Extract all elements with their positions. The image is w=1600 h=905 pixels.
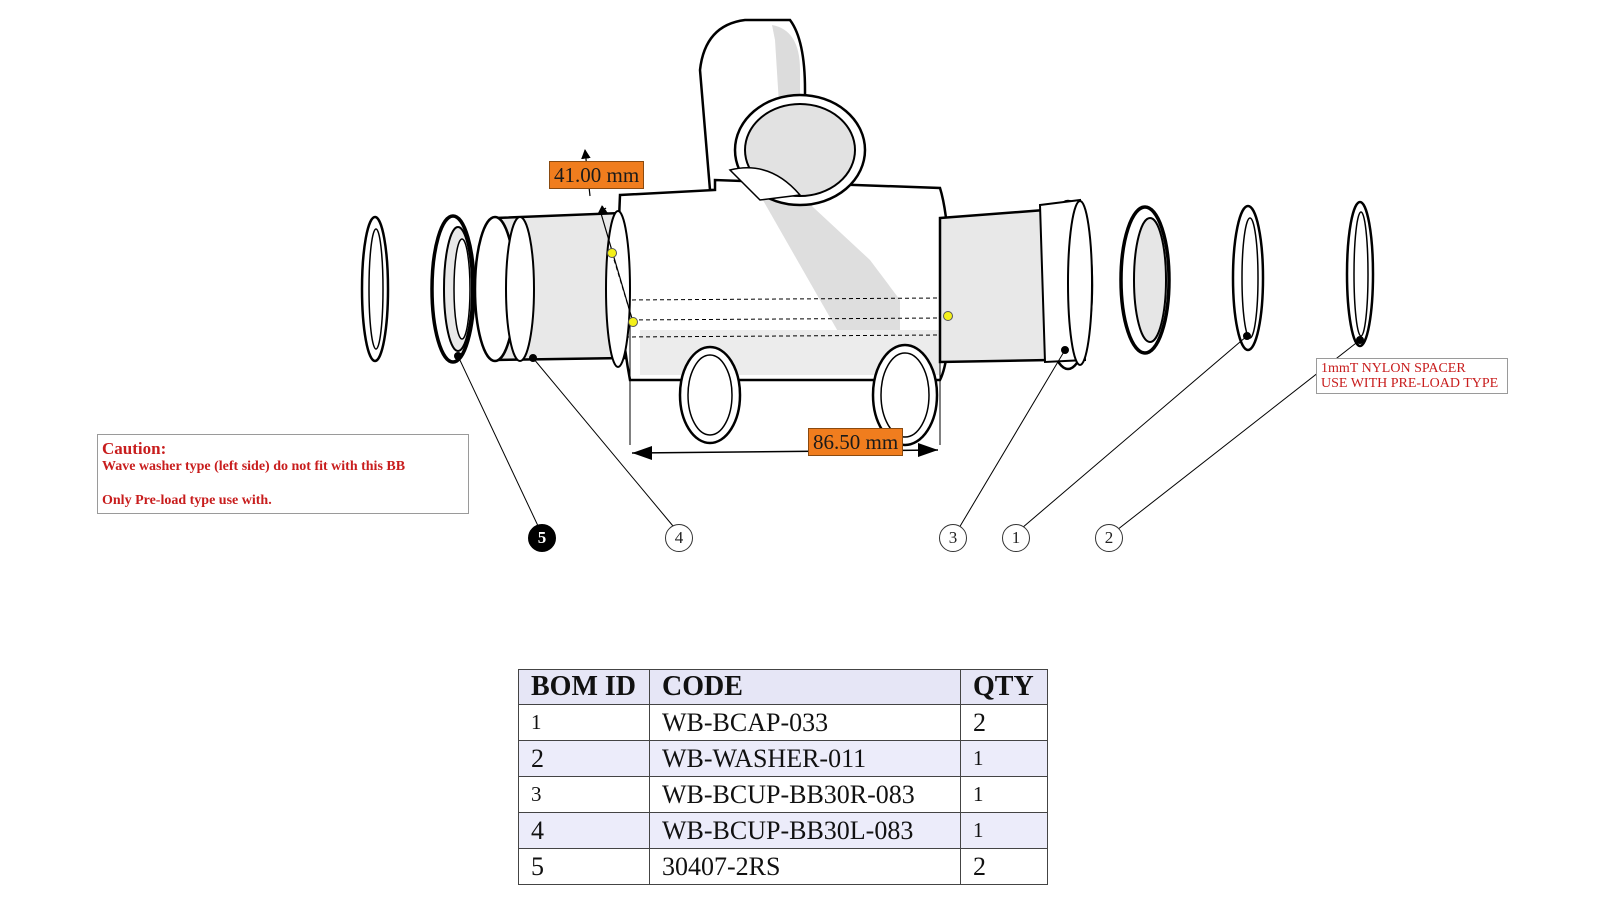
bom-cell-qty: 2 xyxy=(960,704,1048,741)
bom-table: BOM ID CODE QTY 1 WB-BCAP-033 2 2 WB-WAS… xyxy=(518,669,1048,885)
leader-lines xyxy=(454,332,1364,531)
bom-row: 1 WB-BCAP-033 2 xyxy=(518,704,1048,741)
bom-cell-qty: 2 xyxy=(960,848,1048,885)
spacer-note-line-2: USE WITH PRE-LOAD TYPE xyxy=(1321,376,1499,391)
caution-title: Caution: xyxy=(102,439,167,458)
bom-cell-qty: 1 xyxy=(960,812,1048,849)
bom-cell-code: WB-BCUP-BB30R-083 xyxy=(649,776,961,813)
bom-cell-qty: 1 xyxy=(960,740,1048,777)
callout-2: 2 xyxy=(1095,524,1123,552)
callout-3: 3 xyxy=(939,524,967,552)
bom-cell-code: 30407-2RS xyxy=(649,848,961,885)
bom-cell-code: WB-WASHER-011 xyxy=(649,740,961,777)
caution-line-1: Wave washer type (left side) do not fit … xyxy=(102,459,406,474)
measurement-markers xyxy=(607,248,953,327)
bom-row: 3 WB-BCUP-BB30R-083 1 xyxy=(518,776,1048,813)
bom-header-row: BOM ID CODE QTY xyxy=(518,669,1048,705)
bom-row: 5 30407-2RS 2 xyxy=(518,848,1048,885)
bom-cell-id: 3 xyxy=(518,776,650,813)
callout-5: 5 xyxy=(528,524,556,552)
nylon-spacer xyxy=(1345,200,1375,348)
bom-row: 4 WB-BCUP-BB30L-083 1 xyxy=(518,812,1048,849)
dimension-label-shell-width: 86.50 mm xyxy=(808,428,904,456)
bb-shell xyxy=(617,93,952,447)
bom-cell-code: WB-BCUP-BB30L-083 xyxy=(649,812,961,849)
callout-4: 4 xyxy=(665,524,693,552)
spacer-note-line-1: 1mmT NYLON SPACER xyxy=(1321,361,1466,376)
left-bearing xyxy=(430,214,476,364)
callout-1: 1 xyxy=(1002,524,1030,552)
right-bearing xyxy=(1119,205,1171,355)
spacer-note: 1mmT NYLON SPACER USE WITH PRE-LOAD TYPE xyxy=(1316,358,1508,394)
dimension-label-bb-width: 41.00 mm xyxy=(549,161,645,189)
bom-cell-id: 1 xyxy=(518,704,650,741)
bom-cell-qty: 1 xyxy=(960,776,1048,813)
bom-row: 2 WB-WASHER-011 1 xyxy=(518,740,1048,777)
bom-header-id: BOM ID xyxy=(518,669,650,705)
bom-cell-id: 5 xyxy=(518,848,650,885)
bom-cell-code: WB-BCAP-033 xyxy=(649,704,961,741)
bom-cell-id: 2 xyxy=(518,740,650,777)
caution-note: Caution: Wave washer type (left side) do… xyxy=(97,434,469,514)
bom-header-code: CODE xyxy=(649,669,961,705)
right-cup xyxy=(938,198,1094,371)
bom-header-qty: QTY xyxy=(960,669,1048,705)
left-cup xyxy=(473,210,631,368)
dust-cap xyxy=(1231,204,1265,352)
bom-cell-id: 4 xyxy=(518,812,650,849)
left-washer xyxy=(360,215,390,363)
caution-line-2: Only Pre-load type use with. xyxy=(102,493,272,508)
